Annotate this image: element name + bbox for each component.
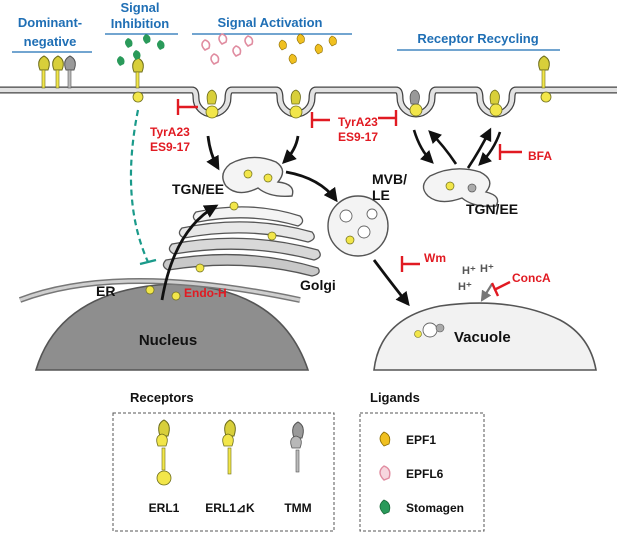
legend-receptor-tmm: TMM bbox=[284, 421, 312, 515]
stomagen-ligands bbox=[117, 34, 165, 66]
inhibitor-tyra23-right: TyrA23 ES9-17 bbox=[310, 112, 378, 144]
mvb-le-label-line2: LE bbox=[372, 187, 390, 203]
protons: H⁺ H⁺ H⁺ bbox=[458, 263, 494, 293]
legend-ligand-stomagen-label: Stomagen bbox=[406, 501, 464, 515]
arrow-to-vacuole bbox=[372, 259, 410, 307]
inhibitor-tyra23-right-line2: ES9-17 bbox=[338, 130, 378, 144]
legend-ligands-title: Ligands bbox=[370, 390, 420, 405]
pit-receptors bbox=[205, 89, 503, 119]
tgn-ee-left: TGN/EE bbox=[172, 156, 294, 198]
legend-receptors-box bbox=[112, 412, 335, 532]
stomagen-inhibition-line bbox=[129, 109, 150, 263]
legend-ligands-box bbox=[359, 412, 485, 532]
inhibitor-bfa-text: BFA bbox=[528, 149, 552, 163]
legend-receptor-erl1-dk: ERL1⊿K bbox=[205, 419, 255, 515]
legend-ligand-stomagen: Stomagen bbox=[379, 499, 464, 515]
epf1-ligands bbox=[278, 33, 337, 65]
arrow-secretory bbox=[160, 204, 219, 301]
tgn-ee-right: TGN/EE bbox=[422, 168, 518, 217]
header-signal-activation: Signal Activation bbox=[192, 15, 352, 35]
golgi-label: Golgi bbox=[300, 277, 336, 293]
tgn-ee-left-label: TGN/EE bbox=[172, 181, 224, 197]
header-signal-inhibition: Signal Inhibition bbox=[105, 0, 178, 35]
header-receptor-recycling: Receptor Recycling bbox=[397, 31, 560, 51]
header-signal-activation-text: Signal Activation bbox=[218, 15, 323, 30]
mvb-le: MVB/ LE bbox=[327, 171, 407, 257]
arrow-endocytosis-right bbox=[282, 135, 300, 164]
proton-2: H⁺ bbox=[480, 263, 494, 275]
inhibitor-tyra23-left: TyrA23 ES9-17 bbox=[150, 99, 198, 154]
arrow-recycling-down bbox=[478, 131, 502, 166]
inhibitor-wm: Wm bbox=[400, 251, 446, 272]
legend-ligand-epf1: EPF1 bbox=[379, 431, 436, 447]
receptor-signal-inhibition bbox=[132, 57, 144, 103]
golgi-stack: Golgi bbox=[162, 201, 336, 293]
inhibitor-tyra23-left-line2: ES9-17 bbox=[150, 140, 190, 154]
legend-ligand-epfl6-label: EPFL6 bbox=[406, 467, 444, 481]
tgn-ee-right-label: TGN/EE bbox=[466, 201, 518, 217]
header-dominant-negative-line1: Dominant- bbox=[18, 15, 82, 30]
epfl6-ligands bbox=[201, 33, 254, 65]
legend-ligand-epf1-label: EPF1 bbox=[406, 433, 436, 447]
arrow-recycling-in bbox=[412, 129, 434, 164]
header-receptor-recycling-text: Receptor Recycling bbox=[417, 31, 538, 46]
inhibitor-conca: ConcA bbox=[490, 271, 551, 297]
header-dominant-negative: Dominant- negative bbox=[12, 15, 92, 53]
header-signal-inhibition-line2: Inhibition bbox=[111, 16, 170, 31]
header-dominant-negative-line2: negative bbox=[24, 34, 77, 49]
proton-3: H⁺ bbox=[458, 281, 472, 293]
arrow-recycling-up bbox=[466, 127, 492, 169]
inhibitor-tyra23-left-line1: TyrA23 bbox=[150, 125, 190, 139]
arrow-endocytosis-left bbox=[206, 135, 220, 171]
er-label: ER bbox=[96, 283, 115, 299]
legend-receptor-erl1-label: ERL1 bbox=[149, 501, 180, 515]
inhibitor-tyra23-right-line1: TyrA23 bbox=[338, 115, 378, 129]
nucleus: Nucleus bbox=[18, 278, 310, 371]
receptor-far-right bbox=[538, 55, 552, 103]
arrow-to-mvb bbox=[285, 170, 338, 203]
inhibitor-tyra23-recycling bbox=[378, 110, 398, 126]
vacuole: Vacuole bbox=[373, 302, 597, 371]
inhibitor-conca-text: ConcA bbox=[512, 271, 551, 285]
inhibitor-bfa: BFA bbox=[498, 144, 552, 163]
legend-receptor-tmm-label: TMM bbox=[284, 501, 311, 515]
legend-receptor-erl1-dk-label: ERL1⊿K bbox=[205, 501, 255, 515]
arrow-recycling-out bbox=[428, 130, 458, 165]
proton-1: H⁺ bbox=[462, 265, 476, 277]
legend-receptors-title: Receptors bbox=[130, 390, 194, 405]
vacuole-label: Vacuole bbox=[454, 329, 511, 346]
header-signal-inhibition-line1: Signal bbox=[120, 0, 159, 15]
inhibitor-endo-h-text: Endo-H bbox=[184, 286, 227, 300]
receptor-dominant-negative bbox=[38, 55, 76, 89]
legend-ligand-epfl6: EPFL6 bbox=[379, 465, 444, 481]
er-receptors bbox=[145, 285, 181, 301]
mvb-le-label-line1: MVB/ bbox=[372, 171, 407, 187]
arrow-proton-pump bbox=[480, 283, 493, 302]
nucleus-label: Nucleus bbox=[139, 332, 197, 349]
legend-receptor-erl1: ERL1 bbox=[149, 419, 180, 515]
inhibitor-wm-text: Wm bbox=[424, 251, 446, 265]
